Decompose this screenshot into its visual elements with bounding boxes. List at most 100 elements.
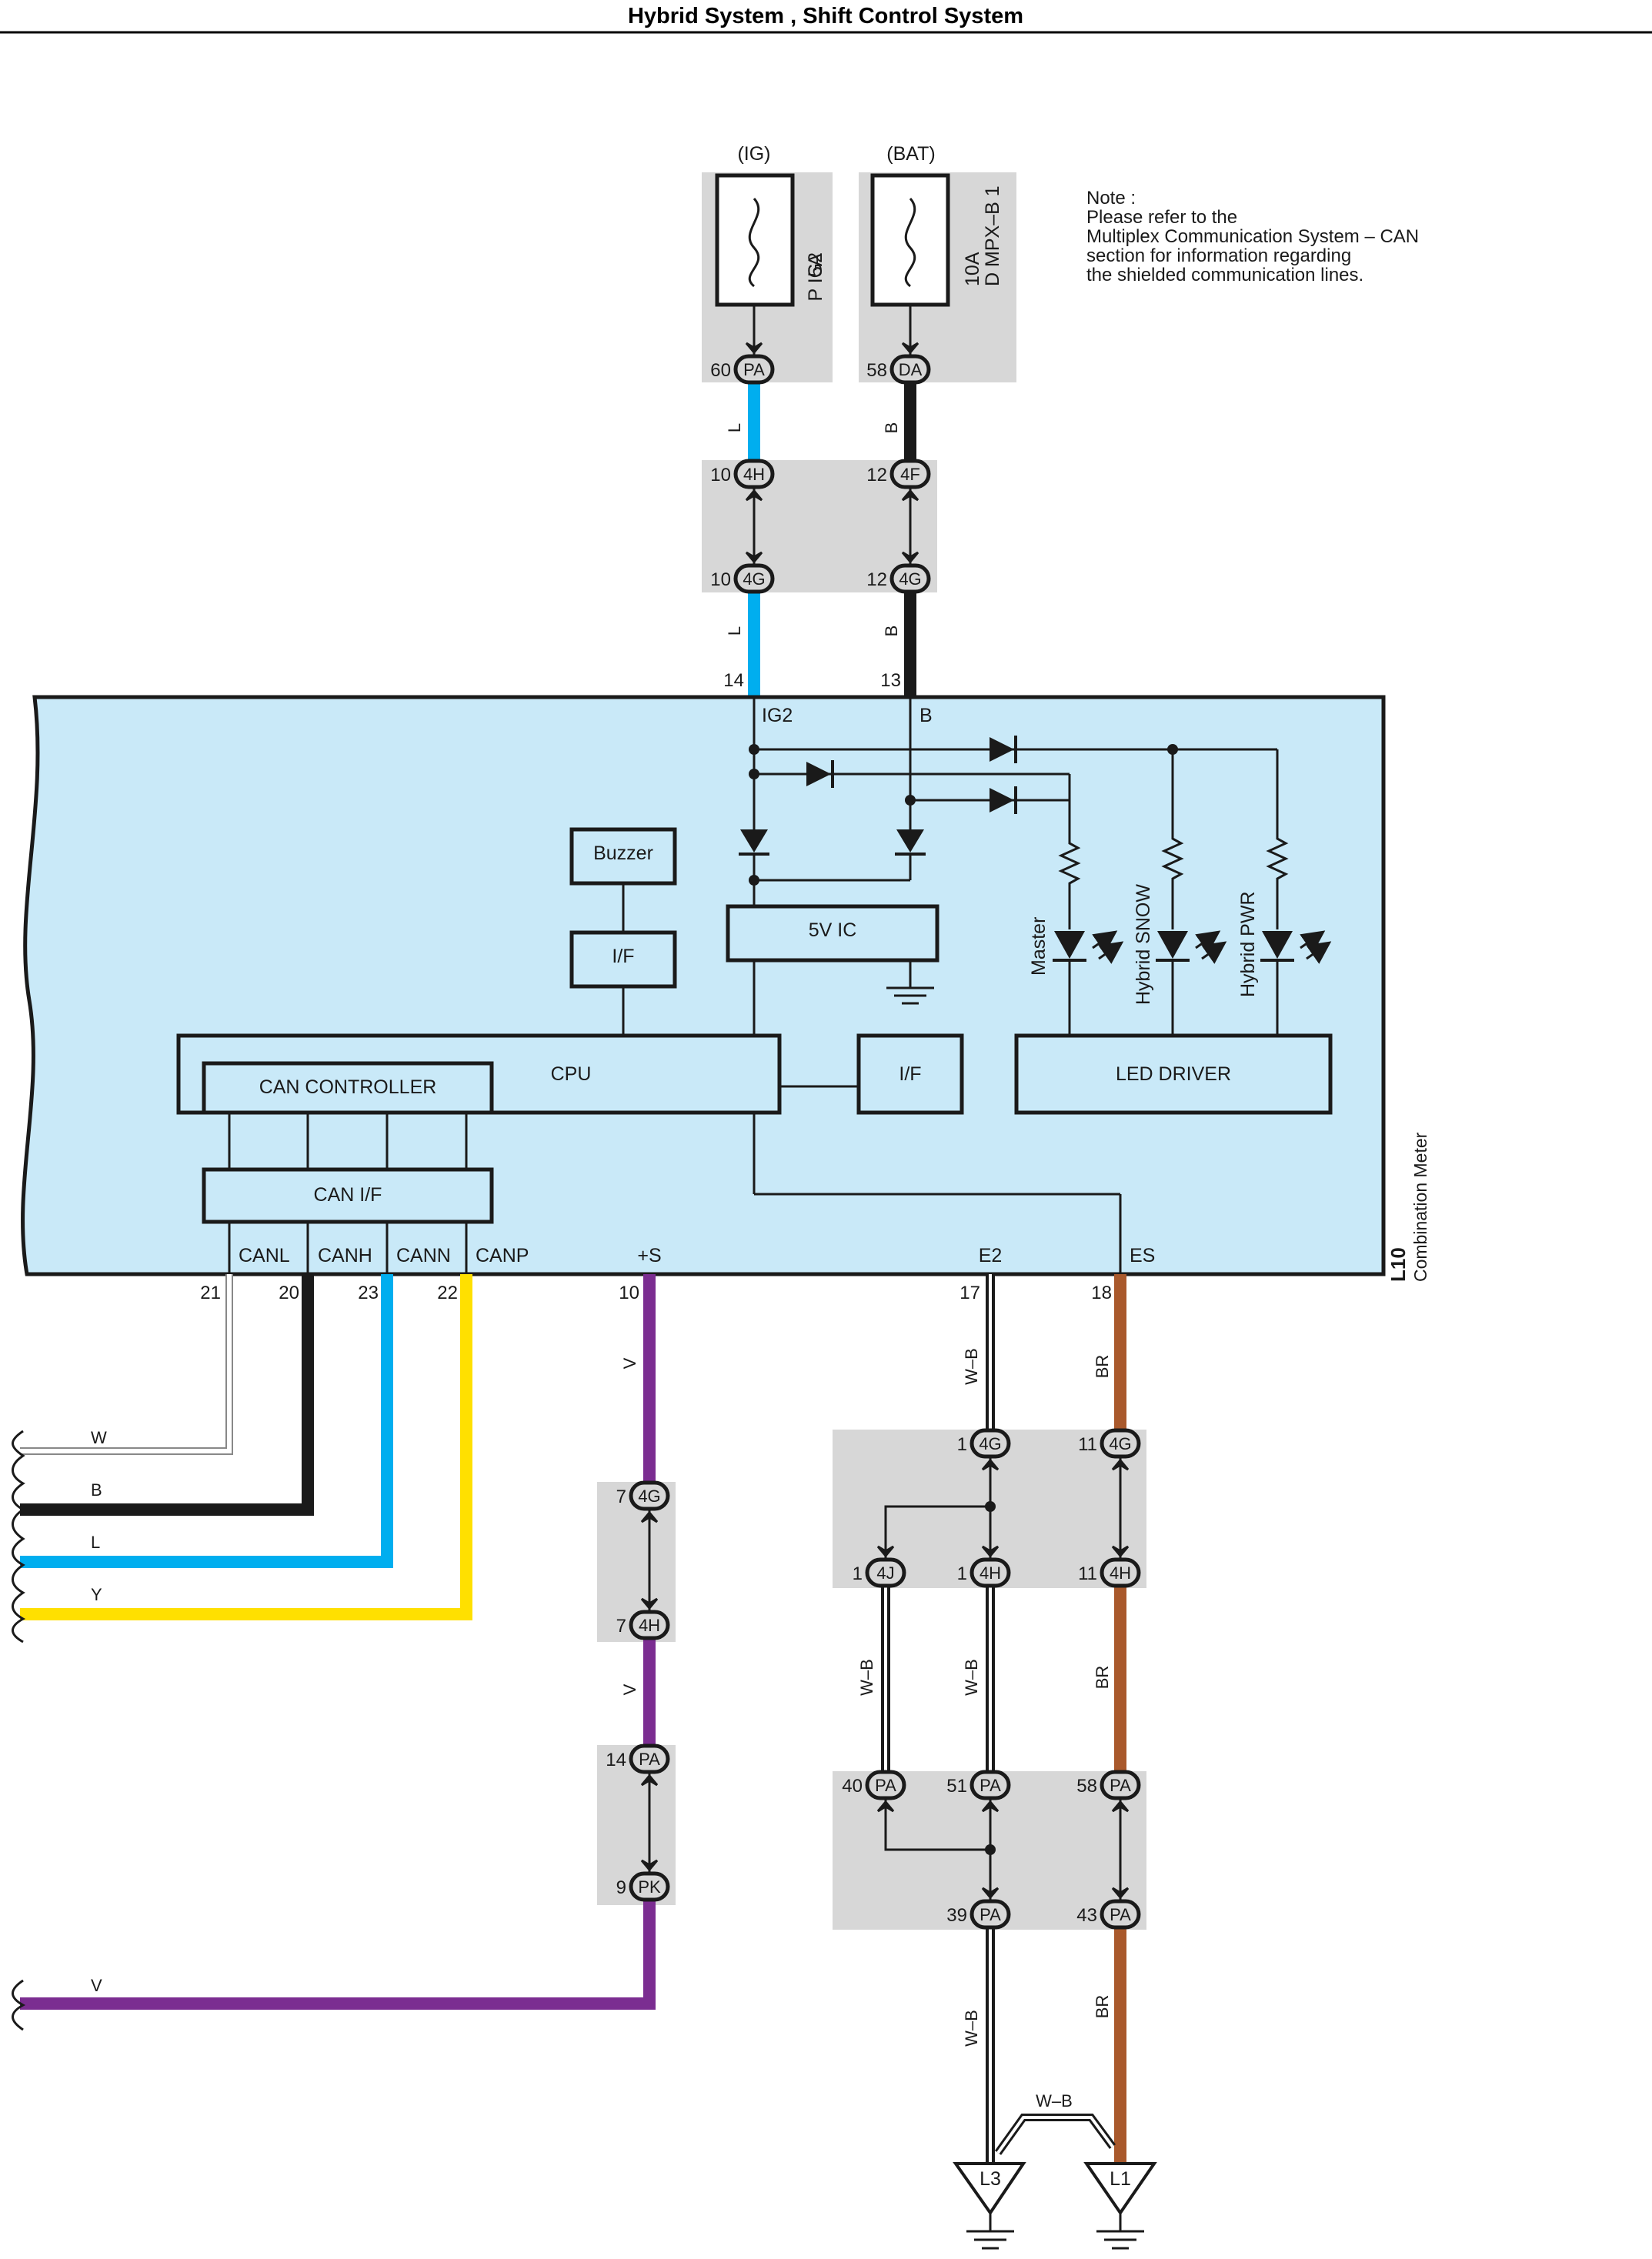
connector-pin: 43: [1076, 1905, 1097, 1926]
wire-code-e2-lower: W–B: [962, 2010, 981, 2047]
terminal-es: ES: [1130, 1245, 1155, 1266]
fuse-ig-rating: 5A: [805, 253, 826, 277]
connector-v-4h: 4H 7: [616, 1597, 670, 1640]
pin-e2: 17: [959, 1283, 980, 1303]
wire-code-es-lower: BR: [1093, 1995, 1112, 2019]
led-master: [1053, 930, 1124, 964]
connector-pin: 9: [616, 1877, 626, 1898]
wire-code-e2-upper: W–B: [962, 1348, 981, 1385]
wire-code-can-b: B: [91, 1480, 102, 1500]
pin-canh: 20: [279, 1283, 299, 1303]
wire-code-ig-lower: L: [725, 626, 744, 636]
block-5v-ic-label: 5V IC: [809, 919, 857, 941]
wire-code-v-left: V: [91, 1976, 102, 1995]
connector-code: PA: [1110, 1776, 1131, 1795]
junction-e2-top: [985, 1501, 996, 1512]
wire-code-bat-lower: B: [882, 626, 901, 637]
terminal-canl: CANL: [239, 1245, 290, 1266]
connector-e2-4j: 4J1: [853, 1545, 906, 1588]
terminal-e2: E2: [979, 1245, 1003, 1266]
resistor-snow: [1161, 826, 1184, 929]
block-if-top-label: I/F: [612, 946, 634, 967]
connector-code: 4H: [980, 1563, 1001, 1583]
led-master-label: Master: [1028, 917, 1050, 976]
block-5v-ic: 5V IC: [726, 904, 939, 963]
connector-code: 4G: [979, 1434, 1001, 1453]
connector-pin: 7: [616, 1487, 626, 1507]
connector-code: PA: [980, 1776, 1001, 1795]
diode-b-master: [990, 786, 1017, 814]
led-snow: [1156, 930, 1227, 964]
led-pwr-label: Hybrid PWR: [1237, 891, 1259, 997]
wire-code-ig-upper: L: [725, 423, 744, 432]
connector-v-pa: PA 14: [606, 1743, 670, 1787]
meter-internal-wiring: [228, 697, 1279, 1274]
block-can-if-label: CAN I/F: [314, 1184, 382, 1206]
connector-pin: 40: [842, 1776, 863, 1797]
block-if-right-label: I/F: [899, 1063, 921, 1085]
block-led-driver: LED DRIVER: [1014, 1033, 1333, 1115]
pin-es: 18: [1091, 1283, 1112, 1303]
wire-code-v-middle: V: [620, 1683, 639, 1695]
note-line-5: the shielded communication lines.: [1086, 265, 1363, 285]
connector-pin: 14: [606, 1750, 626, 1770]
connector-code: PA: [980, 1905, 1001, 1924]
page-title: Hybrid System , Shift Control System: [628, 4, 1023, 28]
diode-ig2: [739, 829, 769, 856]
wire-v: [20, 1274, 656, 2010]
block-buzzer: Buzzer: [569, 827, 677, 886]
terminal-canp: CANP: [476, 1245, 529, 1266]
block-buzzer-label: Buzzer: [593, 843, 653, 864]
fuse-ig: (IG) 5A P IG2: [702, 143, 833, 382]
block-if-top: I/F: [569, 930, 677, 989]
diode-ig-led: [990, 736, 1017, 763]
ground-l1-label: L1: [1110, 2168, 1131, 2190]
connector-pin: 11: [1078, 1563, 1097, 1584]
connector-pin: 60: [710, 360, 731, 381]
connector-pin: 12: [866, 569, 887, 590]
pin-ig2: 14: [723, 670, 744, 691]
terminal-cann: CANN: [396, 1245, 451, 1266]
resistor-pwr: [1266, 826, 1289, 929]
note-line-2: Please refer to the: [1086, 207, 1237, 228]
can-wire-l: [20, 1274, 393, 1568]
note-block: Note : Please refer to the Multiplex Com…: [1086, 188, 1419, 285]
wire-code-e2-mid: W–B: [962, 1659, 981, 1696]
wire-code-can-l: L: [91, 1533, 100, 1552]
connector-pin: 7: [616, 1616, 626, 1637]
can-wire-y: [20, 1274, 472, 1620]
block-if-right: I/F: [856, 1033, 964, 1115]
wire-code-shield: W–B: [1036, 2091, 1073, 2111]
note-line-3: Multiplex Communication System – CAN: [1086, 226, 1419, 247]
terminal-ig2: IG2: [762, 705, 793, 726]
note-line-4: section for information regarding: [1086, 245, 1351, 266]
connector-code: 4J: [876, 1563, 894, 1583]
resistor-master: [1058, 839, 1081, 929]
wire-code-es-mid: BR: [1093, 1666, 1112, 1690]
wire-code-v-upper: V: [620, 1357, 639, 1369]
wire-code-4j-mid: W–B: [857, 1659, 876, 1696]
fuse-ig-name: P IG2: [805, 252, 826, 301]
connector-v-pk: PK 9: [616, 1859, 670, 1902]
junction-dots: [749, 744, 1178, 886]
connector-code: 4H: [639, 1616, 660, 1635]
wire-code-can-w: W: [91, 1428, 107, 1447]
note-line-1: Note :: [1086, 188, 1136, 209]
pin-b: 13: [880, 670, 901, 691]
connector-code: PA: [875, 1776, 896, 1795]
connector-e2-4h: 4H1: [957, 1545, 1011, 1588]
block-cpu-label: CPU: [551, 1063, 592, 1085]
connector-code: 4G: [1109, 1434, 1131, 1453]
connector-code: PK: [638, 1877, 661, 1897]
connector-code: PA: [639, 1750, 660, 1769]
connector-e2-4g: 4G1: [957, 1428, 1011, 1471]
fuse-bat-rating: 10A: [962, 252, 983, 286]
connector-code: DA: [899, 360, 923, 379]
